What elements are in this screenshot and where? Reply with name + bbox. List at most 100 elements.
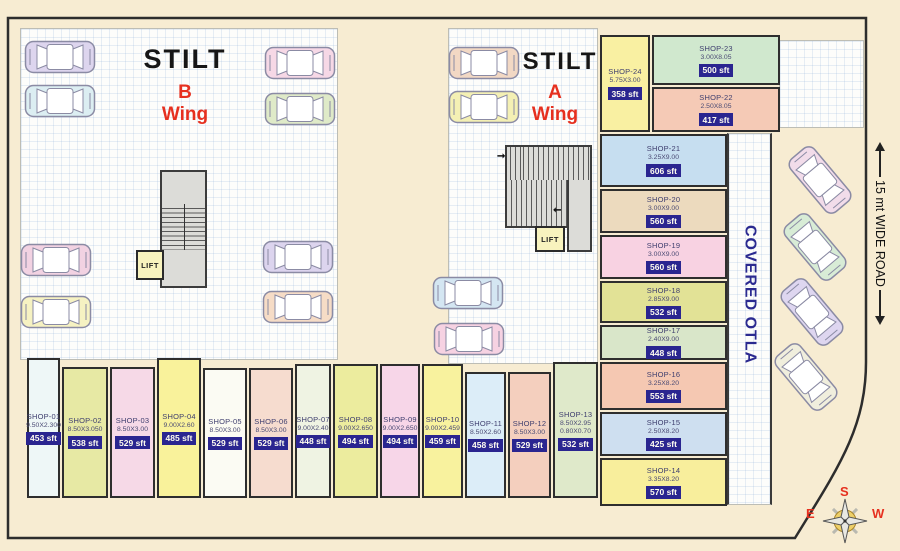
compass-east: E [806, 506, 815, 521]
shop-name: SHOP-13 [558, 409, 593, 419]
shop-area-badge: 606 sft [646, 164, 681, 177]
shop-dimensions: 9.00X2.40 [297, 424, 329, 432]
compass-west: W [872, 506, 885, 521]
road-label-text: 15 mt WIDE ROAD [873, 180, 887, 287]
shop-area-badge: 560 sft [646, 214, 681, 228]
shop-area-badge: 425 sft [646, 437, 681, 451]
arrow-up-icon [875, 142, 885, 151]
staircase-b-wing [160, 170, 207, 288]
shop-name: SHOP-09 [383, 414, 417, 424]
top-right-paved-area [779, 40, 864, 128]
shop-name: SHOP-05 [208, 416, 242, 426]
shop-dimensions: 8.50X2.95 [560, 419, 591, 427]
lift-a-wing: LIFT [535, 226, 565, 252]
shop-area-badge: 417 sft [698, 113, 734, 126]
shop-area-badge: 529 sft [115, 436, 150, 449]
stair-direction-left-icon: ➞ [553, 205, 562, 216]
stair-direction-right-icon: ➞ [497, 151, 506, 162]
car-icon [432, 276, 504, 310]
shop-dimensions: 3.35X8.20 [648, 475, 679, 483]
b-wing-label: B Wing [130, 82, 240, 126]
arrow-line [879, 289, 881, 316]
shop-area-badge: 494 sft [338, 434, 373, 448]
car-icon [448, 46, 520, 80]
a-wing-label: A Wing [500, 82, 610, 126]
car-icon [20, 295, 92, 329]
shop-name: SHOP-20 [646, 194, 681, 204]
shop-dimensions: 8.50X3.00 [209, 426, 241, 434]
car-icon [20, 243, 92, 277]
stilt-label-a: STILT [522, 48, 598, 75]
shop-area-badge: 485 sft [161, 431, 197, 445]
shop-area-badge: 448 sft [646, 346, 681, 359]
car-icon [770, 338, 842, 415]
car-icon [262, 290, 334, 324]
shop-area-badge: 532 sft [558, 437, 593, 451]
car-icon [776, 273, 848, 350]
shop-name: SHOP-06 [254, 416, 288, 426]
shop-name: SHOP-15 [646, 417, 681, 427]
shop-area-badge: 453 sft [26, 431, 61, 445]
car-icon [779, 208, 851, 285]
shop-name: SHOP-16 [646, 369, 681, 379]
shop-dimensions: 3.00X9.00 [648, 250, 679, 258]
shop-dimensions: 3.00X9.00 [648, 204, 679, 212]
car-icon [264, 92, 336, 126]
shop-name: SHOP-11 [469, 418, 502, 428]
shop-dimensions: 2.40X9.00 [648, 336, 679, 343]
shop-name: SHOP-01 [26, 411, 61, 421]
shop-name: SHOP-17 [646, 326, 681, 335]
shop-name: SHOP-08 [338, 414, 373, 424]
staircase-a-wing-upper [505, 145, 592, 182]
shop-name: SHOP-18 [646, 285, 681, 295]
shop-dimensions: 2.50X8.20 [648, 427, 679, 435]
shop-dimensions: 2.85X9.00 [648, 295, 679, 303]
shop-dimensions: 9.50X2.300 [26, 421, 61, 429]
lift-b-wing: LIFT [136, 250, 164, 280]
shop-dimensions: 0.80X0.70 [560, 427, 591, 435]
shop-area-badge: 459 sft [425, 434, 460, 448]
a-wing-letter: A [548, 82, 562, 103]
shop-area-badge: 448 sft [295, 434, 331, 448]
shop-area-badge: 538 sft [67, 436, 103, 449]
compass-rose: S E W [800, 484, 896, 551]
car-icon [784, 141, 856, 218]
shop-area-badge: 553 sft [646, 389, 681, 403]
shop-name: SHOP-24 [608, 67, 642, 76]
car-icon [433, 322, 505, 356]
shop-area-badge: 532 sft [646, 305, 681, 319]
road-label: 15 mt WIDE ROAD [867, 142, 893, 325]
staircase-a-wing-lower [505, 180, 569, 228]
shop-name: SHOP-12 [512, 418, 547, 428]
shop-name: SHOP-07 [296, 414, 330, 424]
shop-dimensions: 9.00X2.650 [382, 424, 418, 432]
shop-dimensions: 3.00X8.05 [700, 53, 732, 61]
shop-dimensions: 2.50X8.05 [700, 103, 732, 110]
car-icon [24, 40, 96, 74]
b-wing-letter: B [178, 82, 192, 103]
car-icon [264, 46, 336, 80]
a-wing-word: Wing [531, 103, 579, 125]
shop-area-badge: 560 sft [646, 260, 681, 274]
shop-name: SHOP-02 [68, 416, 102, 425]
compass-south: S [840, 484, 849, 499]
shop-dimensions: 9.00X2.459 [425, 424, 460, 432]
shop-name: SHOP-22 [699, 93, 733, 102]
